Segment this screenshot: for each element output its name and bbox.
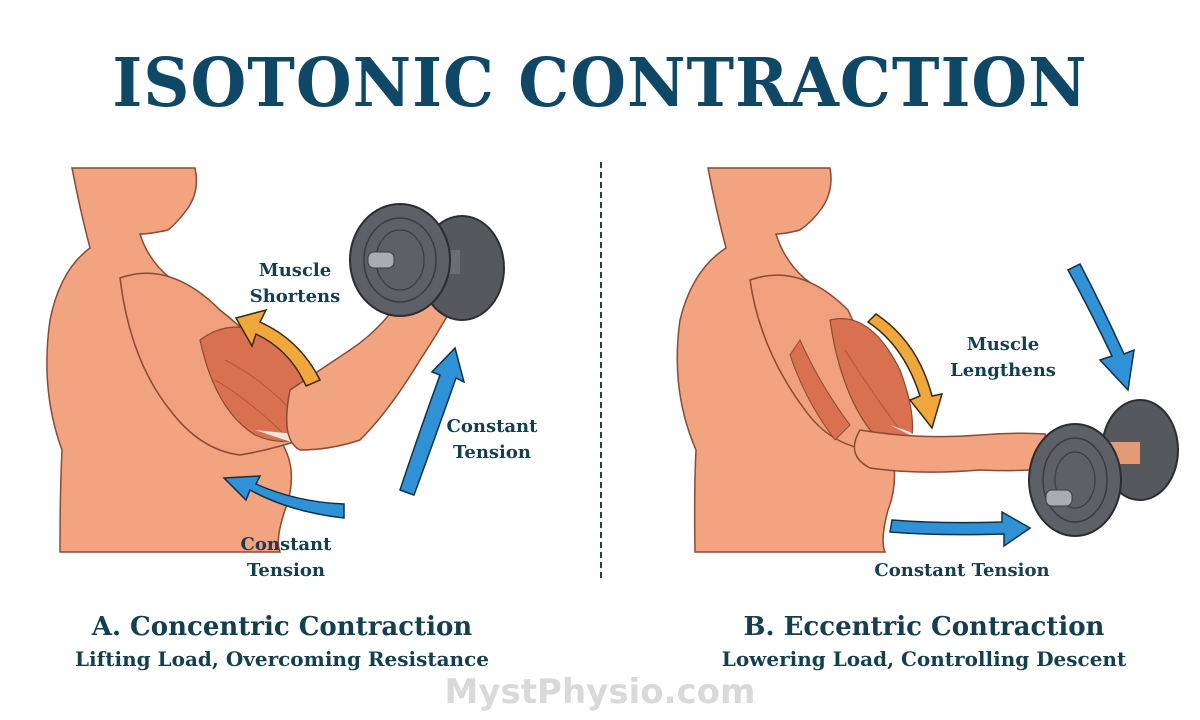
page-title: ISOTONIC CONTRACTION xyxy=(112,44,1088,123)
concentric-panel: Muscle Shortens Constant Tension Constan… xyxy=(0,150,600,590)
tension-arrow-bottom xyxy=(222,475,345,519)
load-down-arrow xyxy=(1066,263,1135,392)
dumbbell-icon xyxy=(1028,399,1179,537)
eccentric-panel: Muscle Lengthens Constant Tension xyxy=(600,150,1200,590)
constant-tension-bottom-label: Constant Tension xyxy=(874,560,1050,581)
constant-tension-right-label: Constant Tension xyxy=(446,416,538,463)
tension-arrow-right xyxy=(399,346,466,496)
concentric-caption: A. Concentric Contraction Lifting Load, … xyxy=(0,610,582,674)
muscle-shortens-arrow xyxy=(234,308,322,387)
concentric-illustration xyxy=(46,167,505,553)
eccentric-subheading: Lowering Load, Controlling Descent xyxy=(721,647,1127,671)
concentric-heading: A. Concentric Contraction xyxy=(91,612,473,642)
triceps-muscle xyxy=(789,338,851,441)
tension-arrow-bottom xyxy=(889,510,1032,548)
eccentric-caption: B. Eccentric Contraction Lowering Load, … xyxy=(624,610,1200,674)
constant-tension-bottom-label: Constant Tension xyxy=(240,534,332,581)
concentric-subheading: Lifting Load, Overcoming Resistance xyxy=(74,647,490,671)
muscle-shortens-label: Muscle Shortens xyxy=(249,260,341,307)
forearm xyxy=(853,429,1051,473)
dumbbell-icon xyxy=(349,203,505,321)
muscle-lengthens-arrow xyxy=(866,313,944,430)
eccentric-illustration xyxy=(676,167,1179,553)
muscle-lengthens-label: Muscle Lengthens xyxy=(950,334,1056,381)
panel-divider xyxy=(600,162,602,578)
eccentric-heading: B. Eccentric Contraction xyxy=(743,612,1105,642)
watermark: MystPhysio.com xyxy=(444,672,756,712)
